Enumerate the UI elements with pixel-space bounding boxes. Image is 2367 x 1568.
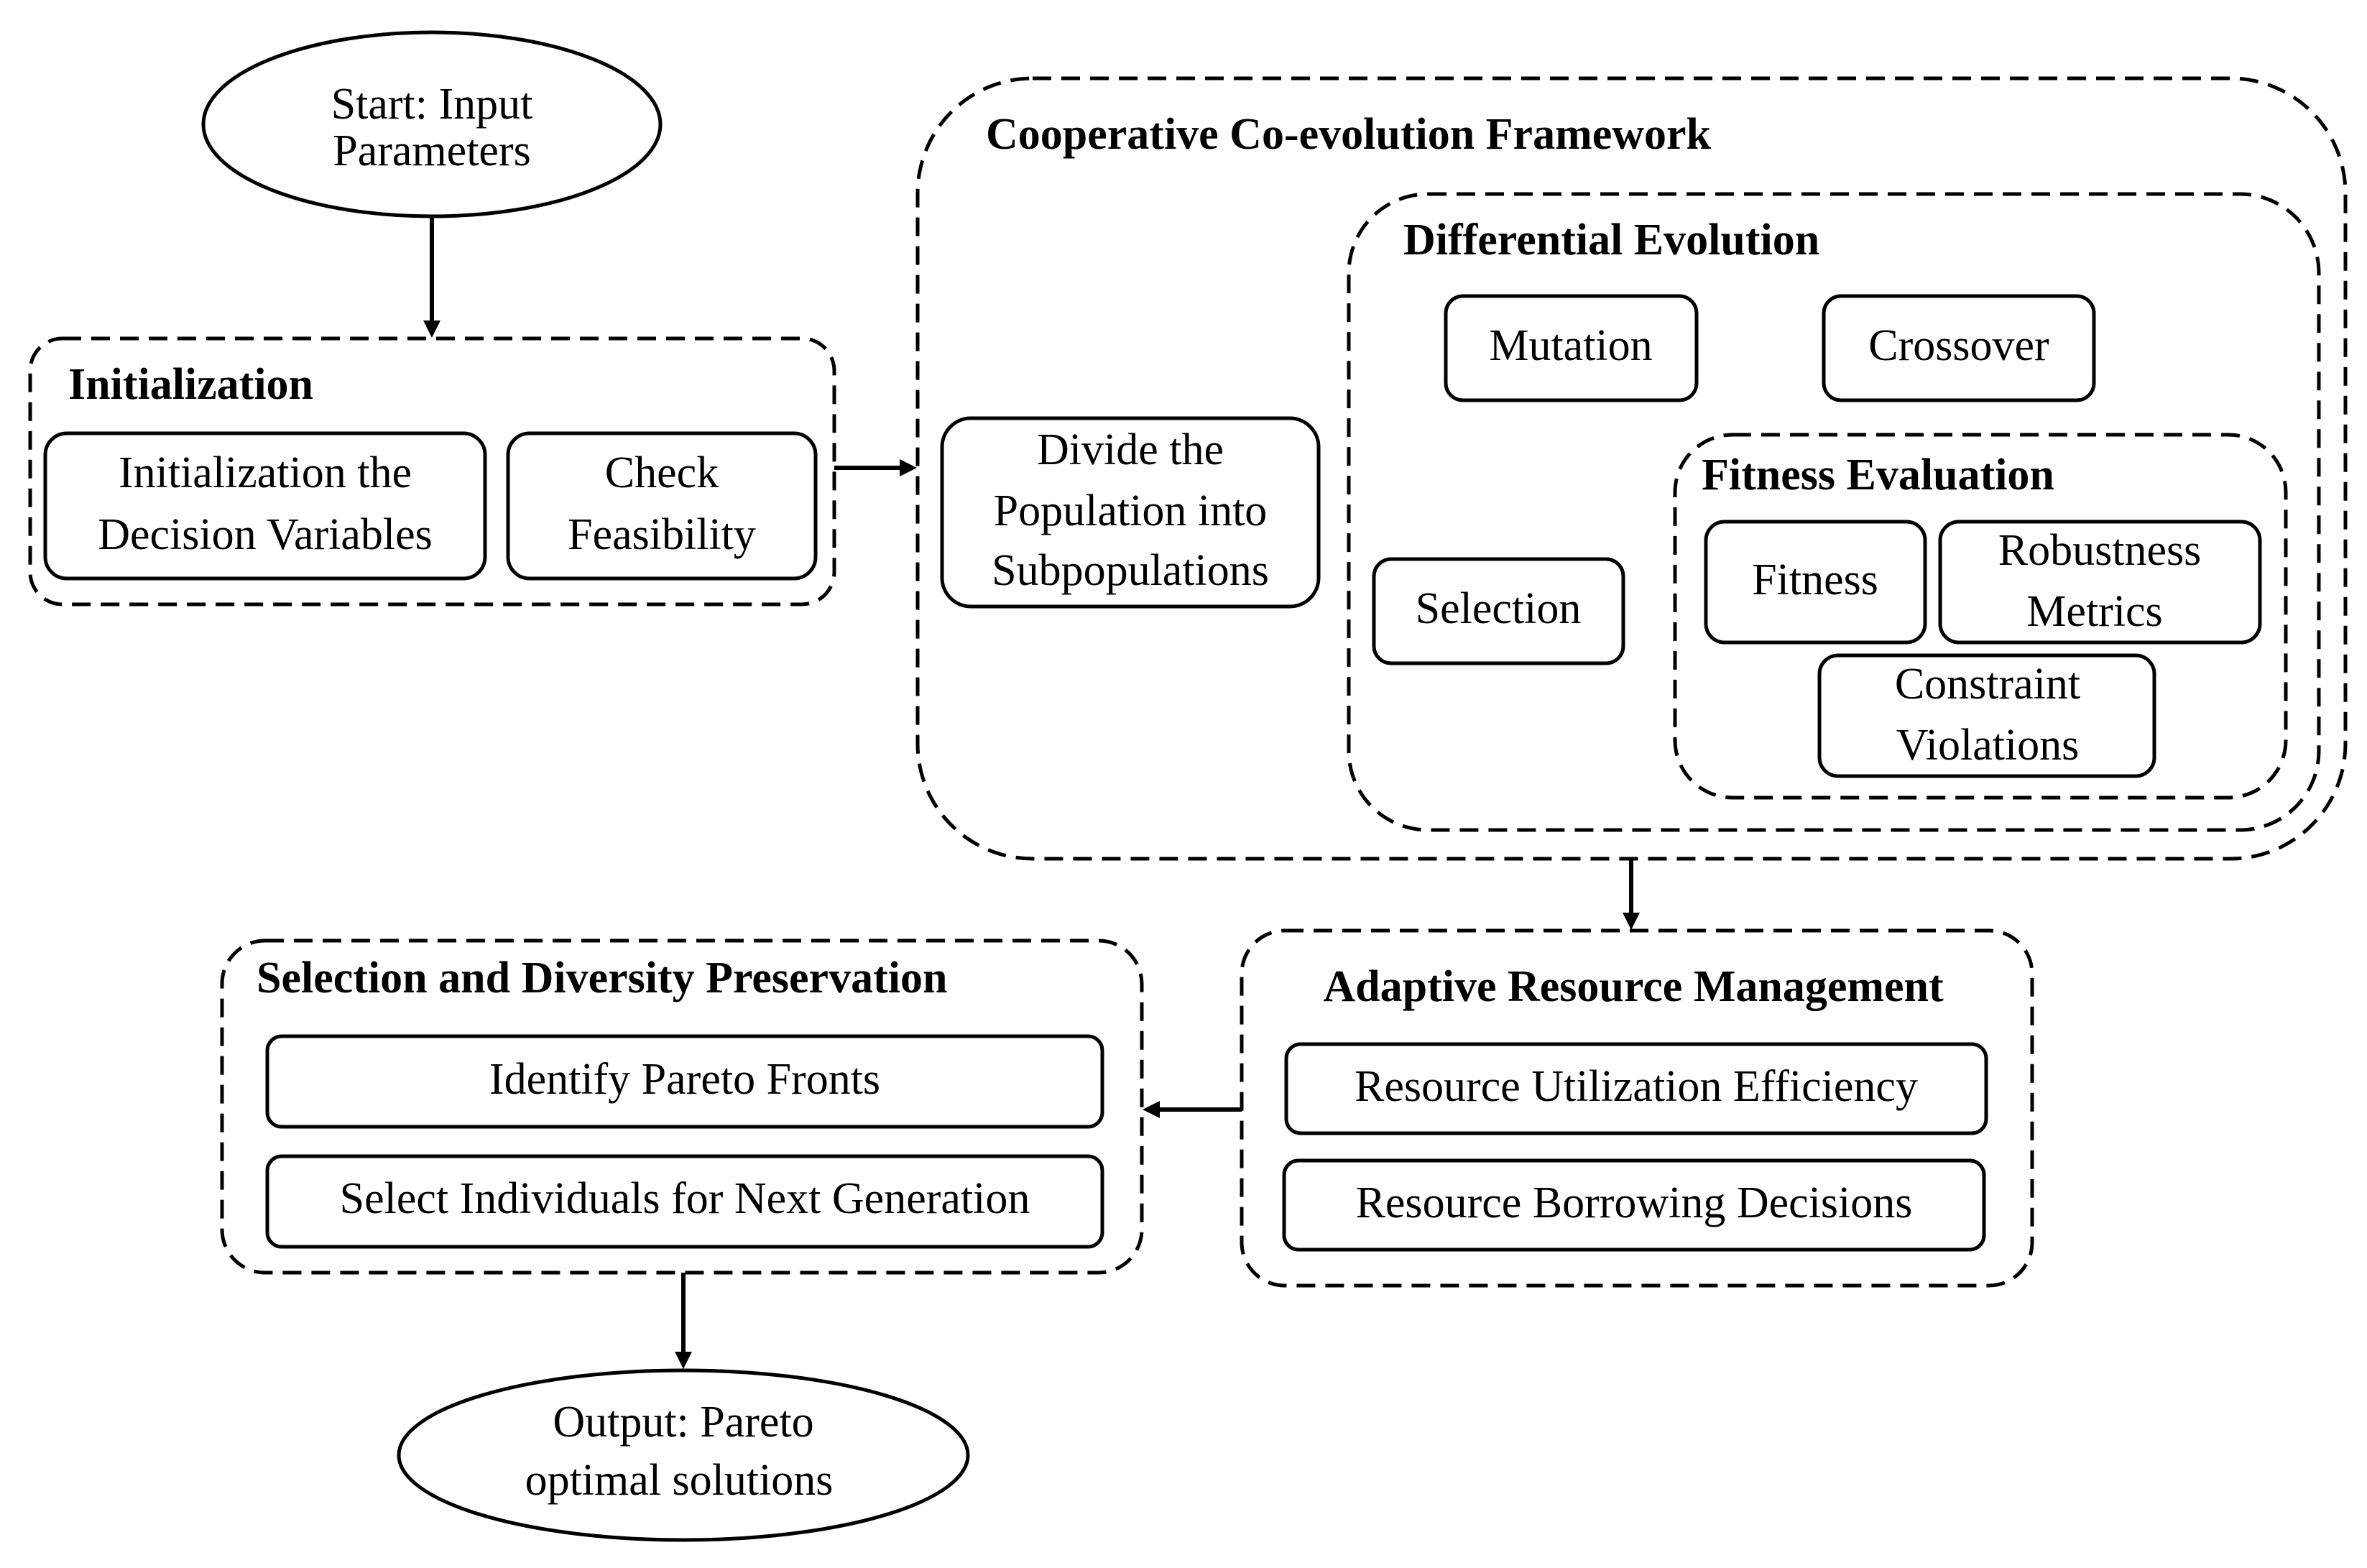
arrow-start-to-initialization — [423, 216, 440, 338]
identify-pareto-fronts-label: Identify Pareto Fronts — [489, 1055, 880, 1104]
constraint-violations-line2: Violations — [1896, 721, 2080, 770]
differential-evolution-group: Differential Evolution Mutation Crossove… — [1347, 192, 2321, 832]
selection-diversity-group: Selection and Diversity Preservation Ide… — [220, 939, 1144, 1275]
arrow-cooperative-to-adaptive — [1623, 859, 1640, 930]
robustness-metrics-line1: Robustness — [1998, 526, 2201, 575]
check-feasibility-line2: Feasibility — [568, 510, 756, 559]
divide-population-line2: Population into — [994, 486, 1268, 535]
fitness-label: Fitness — [1752, 555, 1878, 604]
resource-utilization-box: Resource Utilization Efficiency — [1284, 1042, 1988, 1135]
check-feasibility-line1: Check — [605, 448, 719, 497]
output-node: Output: Pareto optimal solutions — [397, 1368, 970, 1542]
decision-variables-line1: Initialization the — [119, 448, 412, 497]
differential-evolution-title: Differential Evolution — [1403, 216, 1819, 264]
fitness-evaluation-group: Fitness Evaluation Fitness Robustness Me… — [1673, 433, 2288, 800]
crossover-box: Crossover — [1822, 294, 2096, 402]
resource-borrowing-label: Resource Borrowing Decisions — [1356, 1179, 1913, 1227]
fitness-box: Fitness — [1704, 520, 1927, 645]
start-node: Start: Input Parameters — [201, 30, 663, 218]
decision-variables-line2: Decision Variables — [98, 510, 432, 559]
arrow-initialization-to-cooperative — [834, 459, 917, 476]
decision-variables-box: Initialization the Decision Variables — [43, 431, 487, 581]
divide-population-line1: Divide the — [1037, 425, 1224, 474]
arrow-selection-diversity-to-output — [675, 1273, 692, 1369]
initialization-title: Initialization — [68, 360, 313, 409]
constraint-violations-line1: Constraint — [1895, 660, 2080, 709]
fitness-evaluation-title: Fitness Evaluation — [1702, 451, 2054, 499]
cooperative-title: Cooperative Co-evolution Framework — [986, 110, 1712, 159]
divide-population-line3: Subpopulations — [992, 546, 1269, 595]
arrow-adaptive-to-selection-diversity — [1143, 1101, 1242, 1118]
cooperative-coevolution-group: Cooperative Co-evolution Framework Divid… — [915, 76, 2348, 861]
selection-box: Selection — [1372, 557, 1625, 665]
robustness-metrics-line2: Metrics — [2026, 587, 2162, 636]
start-label-line2: Parameters — [333, 126, 530, 175]
resource-utilization-label: Resource Utilization Efficiency — [1355, 1062, 1918, 1111]
mutation-label: Mutation — [1489, 321, 1652, 370]
output-label-line1: Output: Pareto — [553, 1398, 813, 1447]
robustness-metrics-box: Robustness Metrics — [1938, 520, 2262, 645]
select-individuals-box: Select Individuals for Next Generation — [265, 1154, 1104, 1249]
divide-population-box: Divide the Population into Subpopulation… — [940, 416, 1321, 609]
constraint-violations-box: Constraint Violations — [1817, 653, 2156, 778]
output-label-line2: optimal solutions — [525, 1456, 834, 1505]
resource-borrowing-box: Resource Borrowing Decisions — [1282, 1158, 1986, 1252]
adaptive-title: Adaptive Resource Management — [1323, 962, 1944, 1011]
adaptive-resource-management-group: Adaptive Resource Management Resource Ut… — [1240, 928, 2034, 1288]
select-individuals-label: Select Individuals for Next Generation — [340, 1174, 1030, 1223]
mutation-box: Mutation — [1444, 294, 1699, 402]
selection-label: Selection — [1416, 584, 1582, 633]
check-feasibility-box: Check Feasibility — [506, 431, 818, 581]
identify-pareto-fronts-box: Identify Pareto Fronts — [265, 1034, 1104, 1129]
start-label-line1: Start: Input — [331, 80, 533, 129]
initialization-group: Initialization Initialization the Decisi… — [28, 336, 836, 607]
crossover-label: Crossover — [1868, 321, 2049, 370]
selection-diversity-title: Selection and Diversity Preservation — [257, 954, 947, 1002]
